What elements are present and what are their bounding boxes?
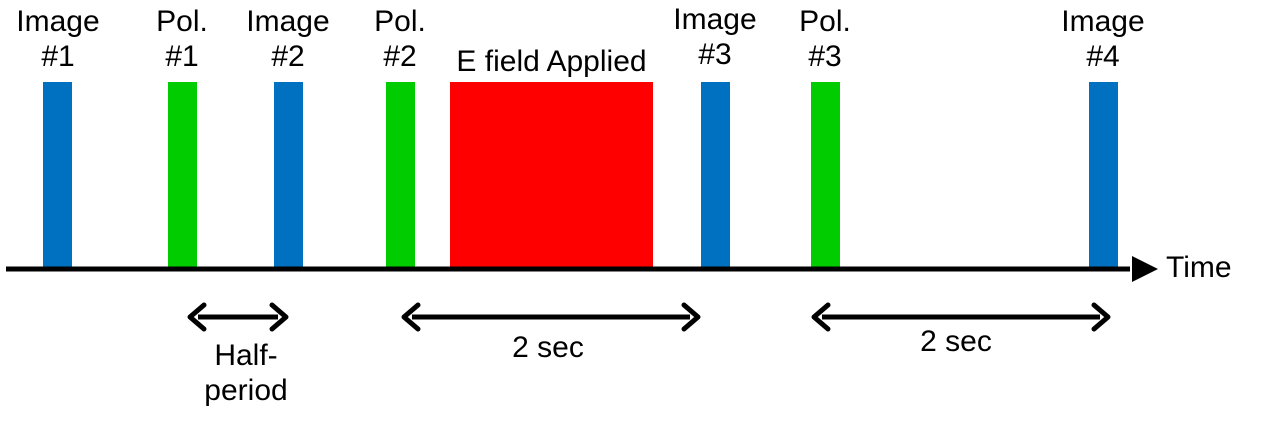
half-period-right-arrowhead bbox=[269, 302, 289, 332]
efield-block bbox=[450, 82, 653, 269]
interval-2sec-a-label: 2 sec bbox=[512, 331, 584, 364]
pol-3-label: Pol. #3 bbox=[799, 5, 851, 73]
interval-2sec-a-right-arrowhead bbox=[681, 302, 701, 332]
image-3-pulse bbox=[701, 82, 730, 269]
image-4-pulse bbox=[1089, 82, 1118, 269]
image-1-label: Image #1 bbox=[16, 5, 100, 73]
image-2-label: Image #2 bbox=[246, 5, 330, 73]
pol-1-label: Pol. #1 bbox=[156, 5, 208, 73]
interval-2sec-a-left-arrowhead bbox=[401, 302, 421, 332]
image-1-pulse bbox=[43, 82, 72, 269]
time-axis-arrowhead bbox=[1132, 256, 1158, 282]
interval-2sec-b-left-arrowhead bbox=[811, 302, 831, 332]
time-axis-label: Time bbox=[1166, 251, 1232, 284]
interval-2sec-b-right-arrowhead bbox=[1091, 302, 1111, 332]
pol-1-pulse bbox=[168, 82, 197, 269]
image-3-label: Image #3 bbox=[673, 3, 757, 71]
interval-2sec-b-label: 2 sec bbox=[920, 325, 992, 358]
image-2-pulse bbox=[274, 82, 303, 269]
image-4-label: Image #4 bbox=[1061, 5, 1145, 73]
pol-2-pulse bbox=[386, 82, 415, 269]
pol-3-pulse bbox=[811, 82, 840, 269]
half-period-left-arrowhead bbox=[187, 302, 207, 332]
half-period-label: Half- period bbox=[204, 339, 288, 407]
pol-2-label: Pol. #2 bbox=[374, 5, 426, 73]
efield-label: E field Applied bbox=[456, 45, 647, 78]
